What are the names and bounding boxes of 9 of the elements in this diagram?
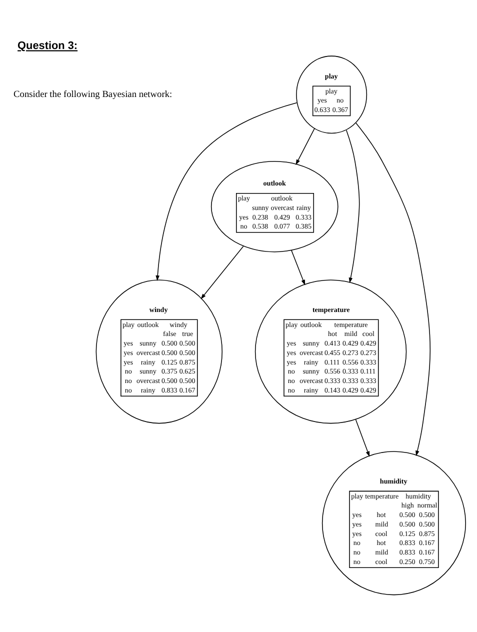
arrow xyxy=(291,250,306,285)
label: Consider the following Bayesian network: xyxy=(14,90,172,100)
arrow xyxy=(200,245,244,299)
arrow xyxy=(156,102,298,280)
diagram-title: Question 3: xyxy=(18,40,78,52)
arrow xyxy=(346,129,360,283)
arrow xyxy=(296,128,315,164)
arrow xyxy=(356,122,431,456)
arrow xyxy=(355,418,370,456)
